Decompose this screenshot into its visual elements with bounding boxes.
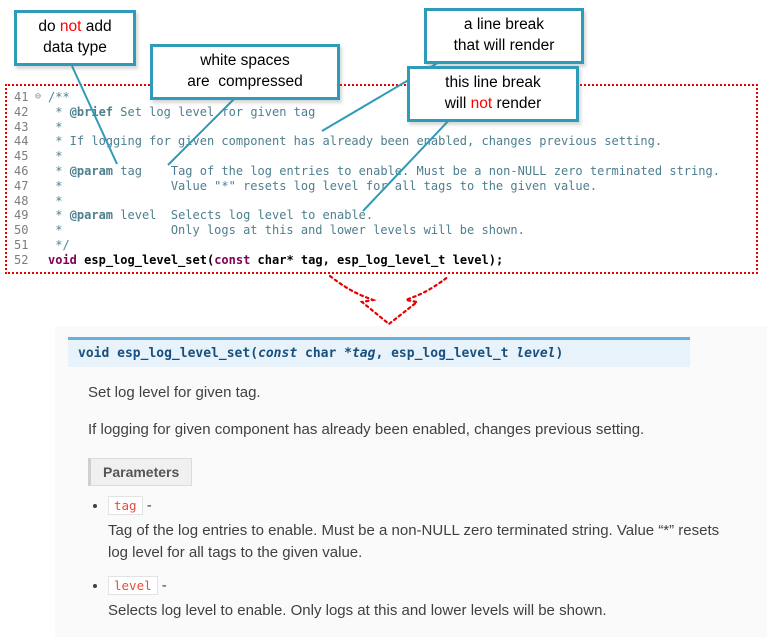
code-text: /**	[48, 90, 70, 104]
fold-gutter	[35, 194, 48, 209]
callout-text: will	[444, 94, 471, 112]
fold-gutter	[35, 149, 48, 164]
code-text: void esp_log_level_set(const char* tag, …	[48, 252, 504, 267]
param-description: Selects log level to enable. Only logs a…	[108, 601, 607, 619]
fold-gutter	[35, 208, 48, 223]
signature-token	[109, 346, 117, 361]
callout-text: not	[470, 94, 493, 112]
param-name-literal: tag	[108, 495, 143, 515]
fold-gutter	[35, 105, 48, 120]
signature-token: )	[555, 346, 564, 361]
fold-gutter	[35, 164, 48, 179]
code-text: * @brief Set log level for given tag	[48, 104, 316, 119]
fold-gutter	[35, 120, 48, 135]
dotted-down-arrow-icon	[328, 274, 451, 326]
callout-text: render	[492, 94, 542, 112]
rendered-docs-panel: void esp_log_level_set(const char *tag, …	[55, 326, 767, 637]
fold-gutter	[35, 179, 48, 194]
code-line: 42 * @brief Set log level for given tag	[9, 105, 754, 120]
code-text: *	[48, 119, 63, 134]
code-lines: 41⊖/**42 * @brief Set log level for give…	[9, 90, 754, 268]
fold-gutter	[35, 223, 48, 238]
param-name-literal: level	[108, 575, 158, 595]
function-signature: void esp_log_level_set(const char *tag, …	[68, 337, 690, 367]
callout-text: this line break	[445, 74, 541, 91]
code-line: 43 *	[9, 120, 754, 135]
line-number: 43	[14, 119, 29, 134]
code-text: *	[48, 149, 63, 164]
callout-text: do	[38, 18, 60, 35]
param-head: tag -	[108, 495, 743, 515]
code-line: 47 * Value "*" resets log level for all …	[9, 179, 754, 194]
param-dash: -	[142, 496, 152, 514]
param-description: Tag of the log entries to enable. Must b…	[108, 521, 720, 562]
code-line: 50 * Only logs at this and lower levels …	[9, 223, 754, 238]
fold-collapse-icon[interactable]: ⊖	[35, 91, 42, 102]
fold-gutter	[35, 134, 48, 149]
param-item: level - Selects log level to enable. Onl…	[108, 575, 743, 623]
line-number: 42	[14, 104, 29, 119]
code-text: * Value "*" resets log level for all tag…	[48, 178, 598, 193]
signature-token: const	[258, 346, 298, 361]
code-line: 52 void esp_log_level_set(const char* tag…	[9, 253, 754, 268]
details-text: If logging for given component has alrea…	[88, 420, 645, 438]
code-line: 45 *	[9, 149, 754, 164]
params-list: tag - Tag of the log entries to enable. …	[55, 495, 767, 623]
line-number: 41	[14, 90, 29, 104]
line-number: 52	[14, 252, 29, 267]
signature-token: esp_log_level_set	[117, 346, 251, 361]
line-number: 47	[14, 178, 29, 193]
code-line: 48 *	[9, 194, 754, 209]
param-dash: -	[157, 576, 167, 594]
code-line: 49 * @param level Selects log level to e…	[9, 208, 754, 223]
line-number: 44	[14, 134, 29, 149]
callout-text: are compressed	[187, 72, 303, 90]
signature-token: level	[516, 346, 556, 361]
callout-linebreak-renders: a line break that will render	[424, 8, 584, 64]
signature-token: void	[78, 346, 110, 361]
callout-text: white spaces	[200, 52, 290, 69]
signature-token: tag	[351, 346, 376, 361]
callout-text: a line break	[463, 16, 545, 33]
signature-token: , esp_log_level_t	[375, 346, 517, 361]
callout-text: add	[81, 18, 112, 35]
line-number: 46	[14, 163, 29, 178]
code-line: 46 * @param tag Tag of the log entries t…	[9, 164, 754, 179]
param-head: level -	[108, 575, 743, 595]
code-text: * If logging for given component has alr…	[48, 134, 663, 149]
code-text: */	[48, 237, 70, 252]
signature-token: char *	[297, 346, 352, 361]
code-text: * Only logs at this and lower levels wil…	[48, 223, 525, 238]
code-line: 44 * If logging for given component has …	[9, 134, 754, 149]
line-number: 48	[14, 193, 29, 208]
fold-gutter	[35, 253, 48, 268]
source-code-editor: 41⊖/**42 * @brief Set log level for give…	[5, 84, 758, 274]
callout-no-datatype: do not add data type	[14, 10, 136, 66]
callout-text: not	[59, 18, 82, 35]
signature-token: (	[250, 346, 259, 361]
line-number: 50	[14, 223, 29, 238]
line-number: 51	[14, 237, 29, 252]
fold-gutter	[35, 238, 48, 253]
callout-text: that will render	[453, 36, 555, 54]
callout-whitespace: white spaces are compressed	[150, 44, 340, 100]
code-text: *	[48, 193, 63, 208]
brief-text: Set log level for given tag.	[88, 384, 261, 401]
code-line: 41 ⊖ /**	[9, 90, 754, 105]
parameters-heading: Parameters	[88, 457, 193, 486]
code-line: 51 */	[9, 238, 754, 253]
param-item: tag - Tag of the log entries to enable. …	[108, 495, 743, 565]
line-number: 49	[14, 208, 29, 223]
callout-linebreak-not-render: this line break will not render	[407, 66, 579, 122]
callout-text: data type	[43, 38, 107, 56]
line-number: 45	[14, 149, 29, 164]
code-text: * @param level Selects log level to enab…	[48, 208, 374, 223]
code-text: * @param tag Tag of the log entries to e…	[48, 163, 720, 178]
